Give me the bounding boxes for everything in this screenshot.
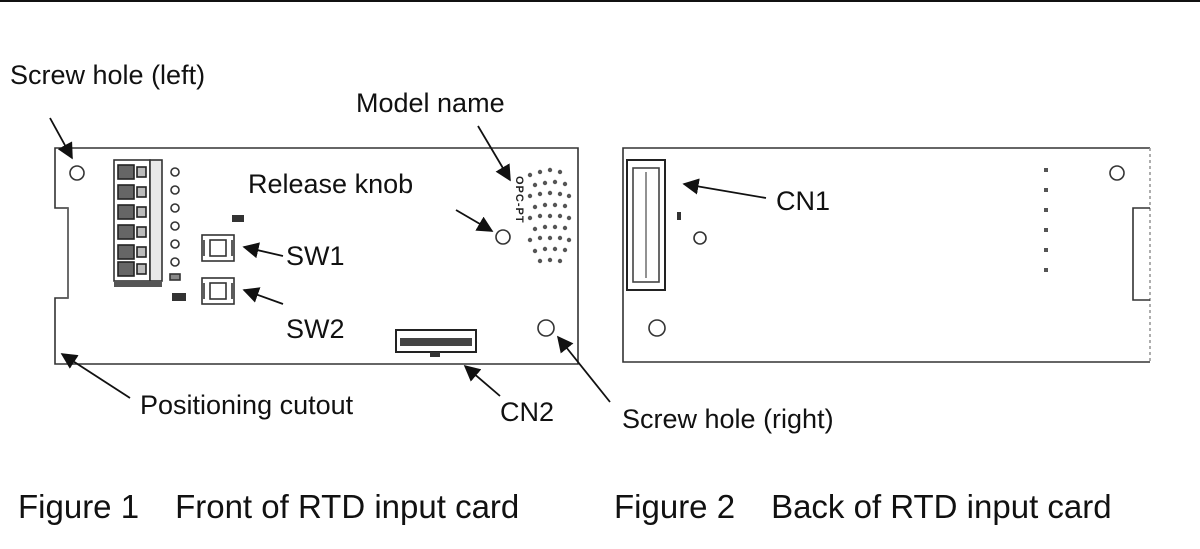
cn1-connector xyxy=(626,159,681,291)
label-model-name: Model name xyxy=(356,88,505,118)
sw2-switch xyxy=(172,277,235,305)
arrow-model-name xyxy=(477,125,511,182)
screw-hole-right-mark xyxy=(537,319,555,337)
arrow-sw1 xyxy=(242,242,284,259)
sw1-switch xyxy=(201,234,235,262)
arrow-positioning-cutout xyxy=(60,353,131,399)
label-screw-hole-left: Screw hole (left) xyxy=(10,60,206,90)
top-rule xyxy=(0,0,1200,2)
label-release-knob: Release knob xyxy=(248,169,414,199)
label-cn2: CN2 xyxy=(500,397,555,427)
back-card-outline xyxy=(622,147,1150,363)
figure2-caption: Figure 2 Back of RTD input card xyxy=(614,488,1112,526)
callout-arrows xyxy=(49,117,767,403)
label-sw1: SW1 xyxy=(286,241,345,271)
screw-hole-left-mark xyxy=(69,165,85,181)
figure2-number: Figure 2 xyxy=(614,488,736,525)
arrow-cn2 xyxy=(463,364,501,397)
arrow-cn1 xyxy=(682,178,767,199)
front-card-outline xyxy=(54,147,579,365)
release-knob-mark xyxy=(495,229,511,245)
back-card xyxy=(622,147,1151,363)
back-hole-bottom xyxy=(648,319,666,337)
arrow-sw2 xyxy=(242,287,284,305)
back-hole-small xyxy=(693,231,707,245)
figure1-number: Figure 1 xyxy=(18,488,140,525)
back-pads xyxy=(1044,168,1048,272)
arrow-release-knob xyxy=(455,209,494,232)
label-cn1: CN1 xyxy=(776,186,831,216)
label-screw-hole-right: Screw hole (right) xyxy=(622,404,834,434)
back-right-slot xyxy=(1132,207,1150,301)
cn2-connector xyxy=(395,329,477,357)
figure1-caption: Figure 1 Front of RTD input card xyxy=(18,488,519,526)
figure2-title: Back of RTD input card xyxy=(771,488,1112,525)
figure1-title: Front of RTD input card xyxy=(175,488,520,525)
terminal-block xyxy=(113,159,163,287)
back-hole-right xyxy=(1109,165,1125,181)
front-card xyxy=(54,147,579,365)
arrow-screw-hole-left xyxy=(49,117,73,160)
label-positioning-cutout: Positioning cutout xyxy=(140,390,354,420)
connector-pin-field xyxy=(527,167,572,264)
model-marking: OPC-PT xyxy=(513,176,525,224)
terminal-pads xyxy=(169,167,181,281)
arrow-screw-hole-right xyxy=(556,335,611,403)
label-sw2: SW2 xyxy=(286,314,345,344)
